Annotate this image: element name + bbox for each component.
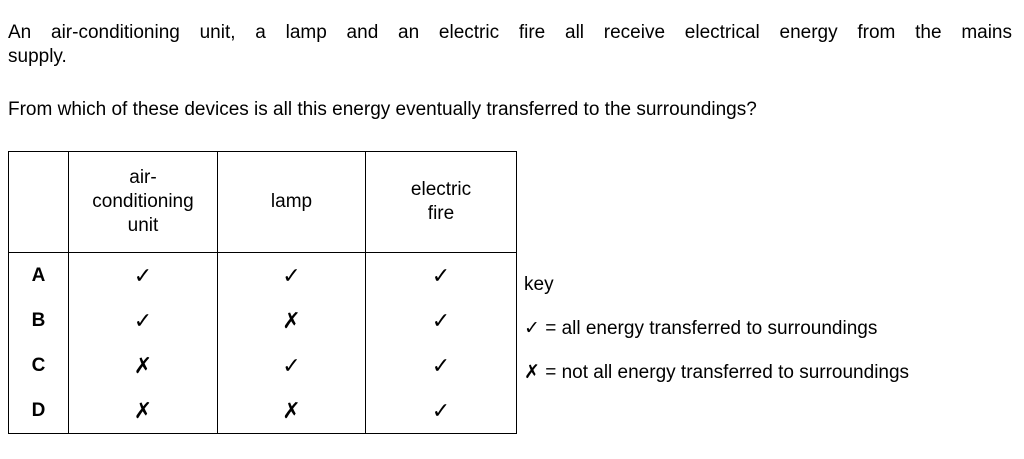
option-row-a: A ✓ ✓ ✓ — [8, 252, 517, 298]
col-header-electric-fire: electric fire — [365, 151, 517, 253]
option-row-d: D ✗ ✗ ✓ — [8, 388, 517, 434]
cell-a-lamp: ✓ — [217, 252, 366, 298]
cell-b-air-conditioning: ✓ — [68, 298, 218, 343]
cell-a-air-conditioning: ✓ — [68, 252, 218, 298]
cell-b-lamp: ✗ — [217, 298, 366, 343]
corner-cell — [8, 151, 69, 253]
table-header-row: air- conditioning unit lamp electric fir… — [8, 151, 517, 253]
key-block: key ✓ = all energy transferred to surrou… — [524, 263, 909, 395]
col-header-lamp: lamp — [217, 151, 366, 253]
key-title: key — [524, 274, 554, 295]
cell-c-air-conditioning: ✗ — [68, 343, 218, 388]
cell-c-lamp: ✓ — [217, 343, 366, 388]
cell-b-electric-fire: ✓ — [365, 298, 517, 343]
option-row-c: C ✗ ✓ ✓ — [8, 343, 517, 388]
row-label-d: D — [8, 388, 69, 434]
row-label-c: C — [8, 343, 69, 388]
option-row-b: B ✓ ✗ ✓ — [8, 298, 517, 343]
row-label-b: B — [8, 298, 69, 343]
key-entry-cross: ✗ = not all energy transferred to surrou… — [524, 362, 910, 383]
col-header-air-conditioning-unit: air- conditioning unit — [68, 151, 218, 253]
cell-c-electric-fire: ✓ — [365, 343, 517, 388]
row-label-a: A — [8, 252, 69, 298]
cell-d-air-conditioning: ✗ — [68, 388, 218, 434]
key-entry-check: ✓ = all energy transferred to surroundin… — [524, 318, 878, 339]
cell-a-electric-fire: ✓ — [365, 252, 517, 298]
question-prompt: From which of these devices is all this … — [8, 99, 757, 120]
cell-d-lamp: ✗ — [217, 388, 366, 434]
question-text-line-2: supply. — [8, 46, 67, 67]
cell-d-electric-fire: ✓ — [365, 388, 517, 434]
question-text-line-1: An air-conditioning unit, a lamp and an … — [8, 22, 1012, 43]
options-table: air- conditioning unit lamp electric fir… — [8, 151, 517, 434]
